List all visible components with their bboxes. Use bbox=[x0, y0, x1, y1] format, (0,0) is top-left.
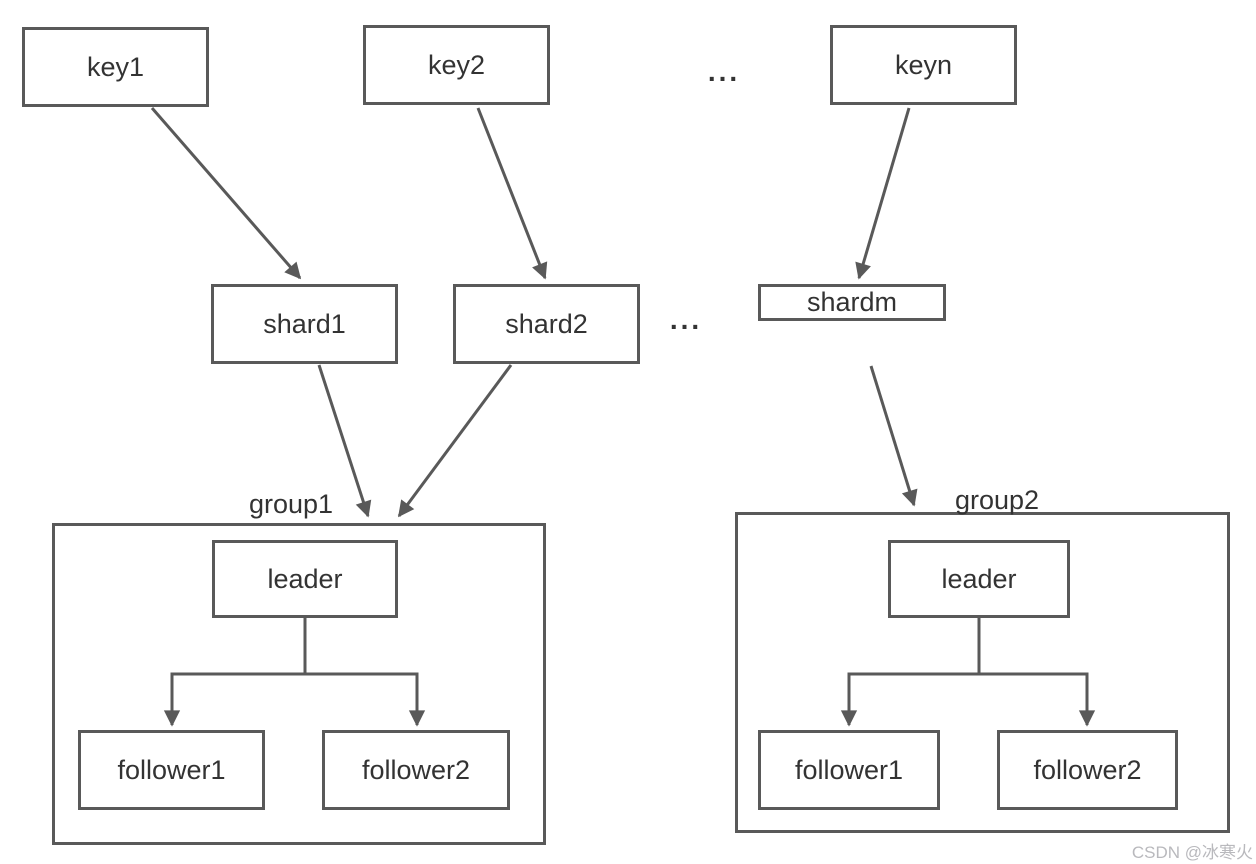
arrow-shard1-to-group1 bbox=[317, 364, 372, 518]
csdn-watermark: CSDN @冰寒火 bbox=[1131, 843, 1253, 862]
edge-group1-leader-to-follower1 bbox=[163, 618, 307, 727]
group2-box bbox=[735, 512, 1230, 833]
edge-group2-leader-to-follower1 bbox=[840, 618, 981, 727]
arrow-shard2-to-group1 bbox=[397, 364, 513, 518]
node-shard1: shard1 bbox=[211, 284, 398, 364]
arrow-key2-to-shard2 bbox=[476, 107, 548, 280]
arrow-keyn-to-shardm bbox=[855, 107, 911, 280]
node-key1: key1 bbox=[22, 27, 209, 107]
group1-leader: leader bbox=[212, 540, 398, 618]
group1-follower2: follower2 bbox=[322, 730, 510, 810]
group2-follower1: follower1 bbox=[758, 730, 940, 810]
node-keyn: keyn bbox=[830, 25, 1017, 105]
node-shard2: shard2 bbox=[453, 284, 640, 364]
keys-ellipsis: ... bbox=[707, 56, 741, 87]
node-shardm: shardm bbox=[758, 284, 946, 321]
group1-label: group1 bbox=[248, 489, 334, 519]
node-key2: key2 bbox=[363, 25, 550, 105]
arrow-key1-to-shard1 bbox=[150, 107, 302, 280]
group1-box bbox=[52, 523, 546, 845]
arrow-shardm-to-group2 bbox=[869, 365, 918, 507]
group2-leader: leader bbox=[888, 540, 1070, 618]
shards-ellipsis: ... bbox=[669, 304, 703, 335]
group2-follower2: follower2 bbox=[997, 730, 1178, 810]
edge-group1-leader-to-follower2 bbox=[305, 672, 426, 727]
group1-follower1: follower1 bbox=[78, 730, 265, 810]
edge-group2-leader-to-follower2 bbox=[979, 672, 1096, 727]
group2-label: group2 bbox=[954, 485, 1040, 515]
